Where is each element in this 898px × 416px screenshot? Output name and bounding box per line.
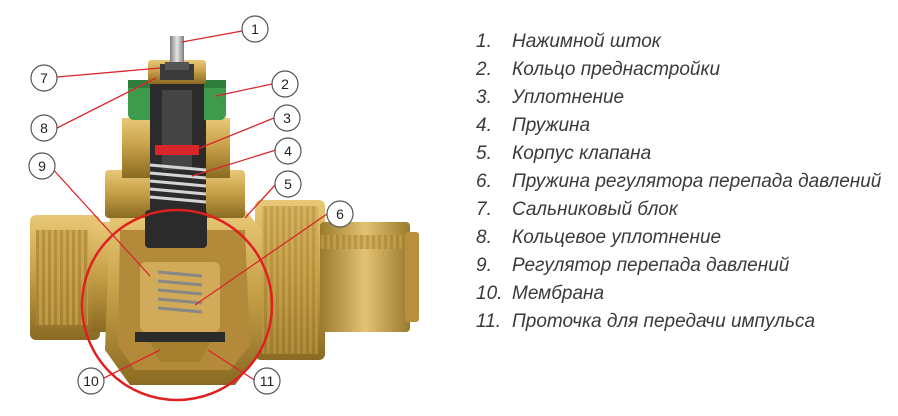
legend-item-7: 7. Сальниковый блок [476,196,888,224]
legend-number: 1. [476,31,492,52]
legend-number: 8. [476,227,492,248]
legend-number: 4. [476,115,492,136]
svg-text:5: 5 [284,176,292,192]
legend-text: Проточка для передачи импульса [512,311,816,332]
svg-text:7: 7 [40,70,48,86]
push-stem [165,36,189,70]
legend-number: 6. [476,171,492,192]
legend-number: 10. [476,283,503,304]
legend-item-9: 9. Регулятор перепада давлений [476,252,888,280]
callout-8: 8 [30,114,58,142]
legend-item-11: 11. Проточка для передачи импульса [476,308,888,336]
leader-lines [49,30,328,382]
legend-text: Кольцо преднастройки [512,59,721,80]
legend-item-8: 8. Кольцевое уплотнение [476,224,888,252]
legend-text: Кольцевое уплотнение [512,227,722,248]
spring-lower [157,270,203,314]
callout-2: 2 [271,70,299,98]
svg-text:4: 4 [284,143,292,159]
legend-text: Нажимной шток [512,31,661,52]
legend-item-1: 1. Нажимной шток [476,28,888,56]
pressure-regulator [135,262,225,362]
legend-item-10: 10. Мембрана [476,280,888,308]
legend-item-3: 3. Уплотнение [476,84,888,112]
parts-legend: 1. Нажимной шток 2. Кольцо преднастройки… [476,28,888,336]
svg-text:8: 8 [40,120,48,136]
valve-cutaway-illustration: 1 2 3 4 5 6 7 8 [28,15,419,402]
callout-6: 6 [326,200,354,228]
callout-9: 9 [28,152,56,180]
callout-5: 5 [274,170,302,198]
callout-1: 1 [241,15,269,43]
legend-number: 11. [476,311,502,332]
svg-text:2: 2 [281,76,289,92]
legend-item-5: 5. Корпус клапана [476,140,888,168]
spring-upper [149,163,207,204]
legend-text: Мембрана [512,283,605,304]
legend-text: Уплотнение [512,87,625,108]
callout-3: 3 [273,104,301,132]
svg-text:3: 3 [283,110,291,126]
legend-text: Регулятор перепада давлений [512,255,790,276]
legend-item-4: 4. Пружина [476,112,888,140]
legend-number: 5. [476,143,492,164]
callout-4: 4 [274,137,302,165]
svg-text:6: 6 [336,206,344,222]
legend-item-6: 6. Пружина регулятора перепада давлений [476,168,888,196]
highlight-circle [80,208,274,402]
legend-number: 7. [476,199,492,220]
legend-number: 9. [476,255,492,276]
legend-text: Пружина регулятора перепада давлений [512,171,882,192]
legend-number: 2. [476,59,492,80]
legend-text: Сальниковый блок [512,199,678,220]
callout-11: 11 [253,367,281,395]
legend-text: Корпус клапана [512,143,652,164]
callout-10: 10 [77,367,105,395]
svg-text:11: 11 [260,373,275,389]
legend-number: 3. [476,87,492,108]
legend-text: Пружина [512,115,591,136]
svg-text:1: 1 [251,21,259,37]
outlet-union [255,200,419,360]
legend-item-2: 2. Кольцо преднастройки [476,56,888,84]
svg-text:9: 9 [38,158,46,174]
svg-text:10: 10 [83,373,99,389]
callout-markers: 1 2 3 4 5 6 7 8 [28,15,354,395]
inner-spindle [145,90,207,248]
callout-7: 7 [30,64,58,92]
